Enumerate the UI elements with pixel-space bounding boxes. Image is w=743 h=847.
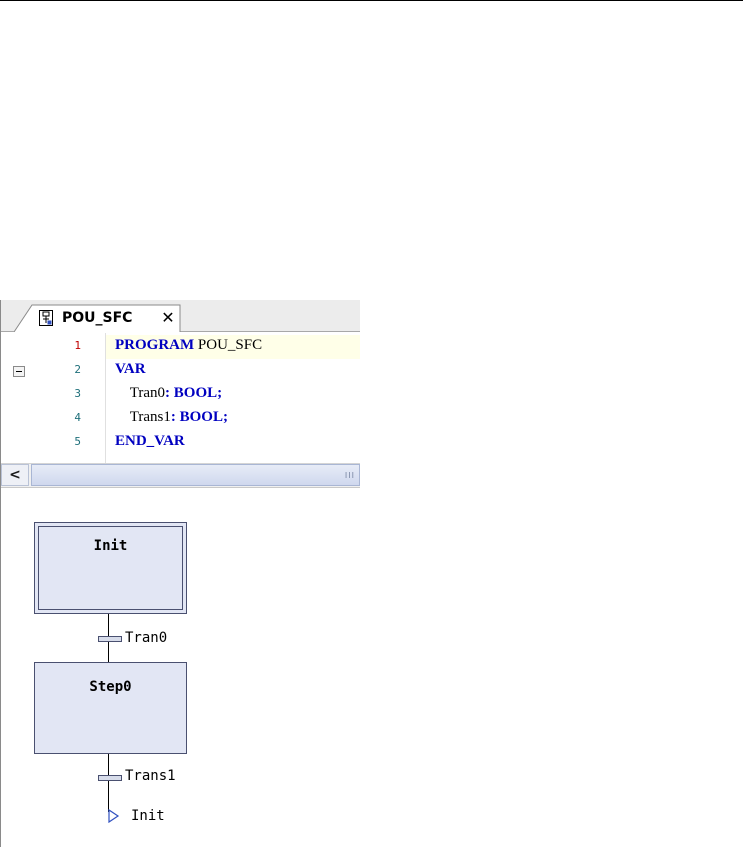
line-number: 4 [74, 411, 81, 424]
keyword-token: : BOOL; [170, 409, 228, 425]
step-init[interactable]: Init [34, 522, 187, 614]
code-line: Tran0: BOOL; [115, 385, 222, 402]
identifier-token: POU_SFC [194, 337, 263, 353]
code-line: VAR [115, 361, 146, 378]
fold-collapse-icon[interactable] [13, 366, 25, 377]
keyword-token: END_VAR [115, 433, 185, 449]
identifier-token: Tran0 [115, 385, 166, 401]
transition-bar-tran0[interactable] [98, 636, 122, 642]
scroll-grip: III [344, 471, 355, 480]
tab-shape [14, 304, 181, 332]
close-icon[interactable]: ✕ [161, 308, 175, 327]
fold-gutter [2, 333, 38, 463]
identifier-token: Trans1 [115, 409, 171, 425]
tab-label: POU_SFC [62, 310, 133, 326]
keyword-token: PROGRAM [115, 337, 195, 353]
jump-target-label: Init [131, 808, 165, 824]
transition-bar-trans1[interactable] [98, 775, 122, 781]
line-number: 3 [74, 387, 81, 400]
scroll-thumb[interactable]: III [31, 464, 360, 486]
line-number: 2 [74, 363, 81, 376]
scroll-left-arrow-icon[interactable]: < [1, 464, 29, 486]
code-line: Trans1: BOOL; [115, 409, 228, 426]
initial-step-double-border [38, 526, 183, 610]
page-top-rule [0, 0, 743, 1]
code-line: PROGRAM POU_SFC [115, 337, 262, 354]
line-number-gutter [38, 333, 86, 463]
connector-line [108, 754, 109, 812]
declaration-editor[interactable]: 1 PROGRAM POU_SFC 2 VAR 3 Tran0: BOOL; 4 Tran… [1, 333, 360, 463]
scrollbar-bottom-edge [1, 487, 360, 488]
transition-label: Tran0 [125, 630, 168, 646]
scrollbar-top-edge [1, 463, 360, 464]
keyword-token: : BOOL; [165, 385, 223, 401]
current-line-highlight [106, 335, 360, 359]
tab-pou-sfc[interactable]: POU_SFC ✕ [14, 304, 182, 332]
step-label: Init [93, 538, 128, 554]
sfc-diagram[interactable]: Init Tran0 Step0 Trans1 Init [0, 488, 360, 847]
line-number: 1 [74, 339, 81, 352]
gutter-spacer [86, 333, 105, 463]
line-number: 5 [74, 435, 81, 448]
keyword-token: VAR [115, 361, 146, 377]
code-line: END_VAR [115, 433, 185, 450]
horizontal-scrollbar[interactable]: < III [1, 463, 360, 487]
step-label: Step0 [89, 679, 132, 695]
gutter-separator [105, 333, 106, 463]
editor-border [0, 300, 1, 847]
step-step0[interactable]: Step0 [34, 662, 187, 754]
jump-arrow-icon [108, 809, 120, 823]
transition-label: Trans1 [125, 768, 176, 784]
sfc-pou-icon [39, 310, 53, 326]
